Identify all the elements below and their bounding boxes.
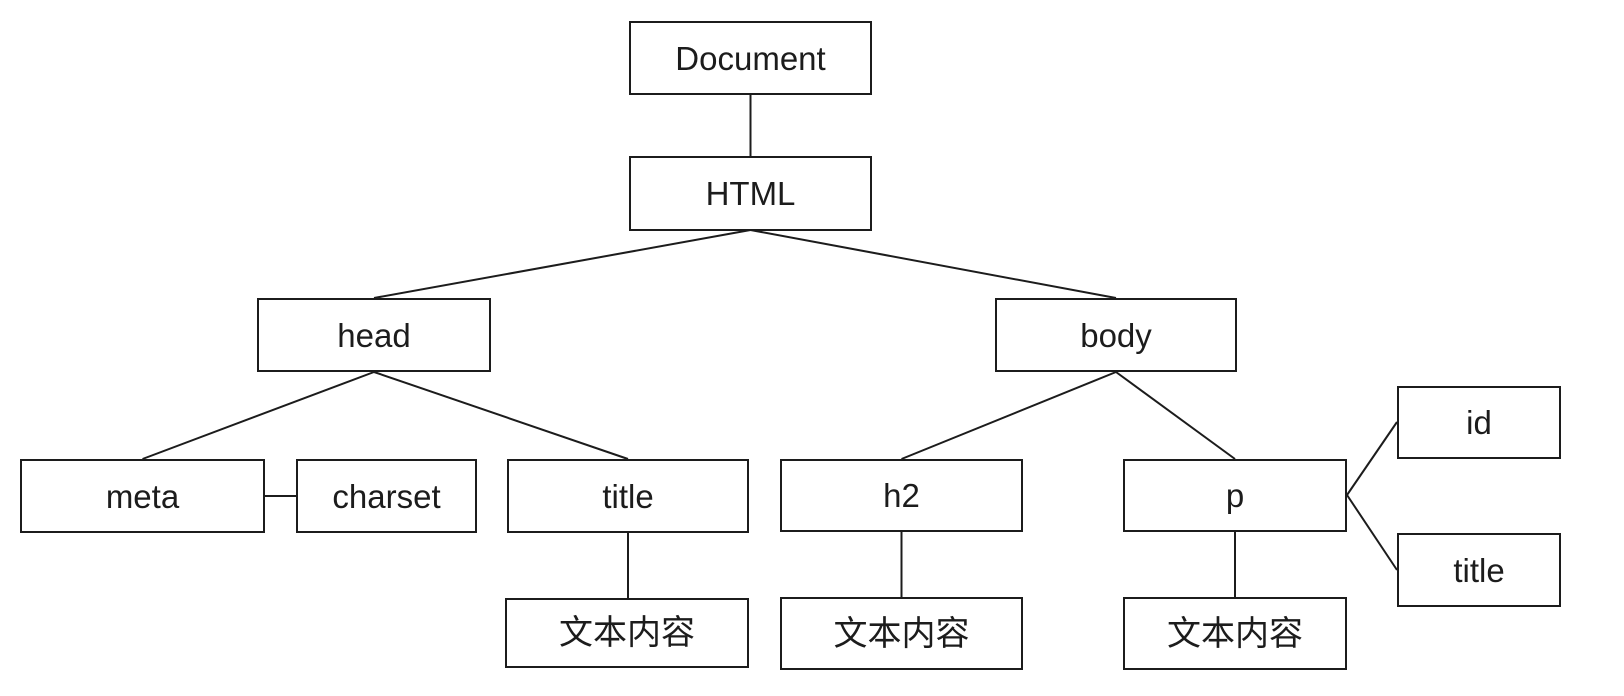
node-h2-text-content: 文本内容 xyxy=(780,597,1023,670)
node-body: body xyxy=(995,298,1237,372)
edge-p-id-attr xyxy=(1346,421,1398,496)
node-p: p xyxy=(1123,459,1347,532)
node-h2: h2 xyxy=(780,459,1023,532)
edge-head-meta xyxy=(142,371,375,460)
node-title-text-content: 文本内容 xyxy=(505,598,749,668)
node-head: head xyxy=(257,298,491,372)
node-meta: meta xyxy=(20,459,265,533)
edge-body-p xyxy=(1115,371,1236,460)
node-charset: charset xyxy=(296,459,477,533)
edge-head-title xyxy=(373,371,629,460)
node-id-attribute: id xyxy=(1397,386,1561,459)
node-title-attribute: title xyxy=(1397,533,1561,607)
node-html: HTML xyxy=(629,156,872,231)
edge-p-title-attr xyxy=(1346,494,1398,571)
node-document: Document xyxy=(629,21,872,95)
edge-body-h2 xyxy=(901,371,1117,460)
node-p-text-content: 文本内容 xyxy=(1123,597,1347,670)
edge-html-head xyxy=(373,229,751,299)
edge-html-body xyxy=(750,229,1117,299)
node-title: title xyxy=(507,459,749,533)
